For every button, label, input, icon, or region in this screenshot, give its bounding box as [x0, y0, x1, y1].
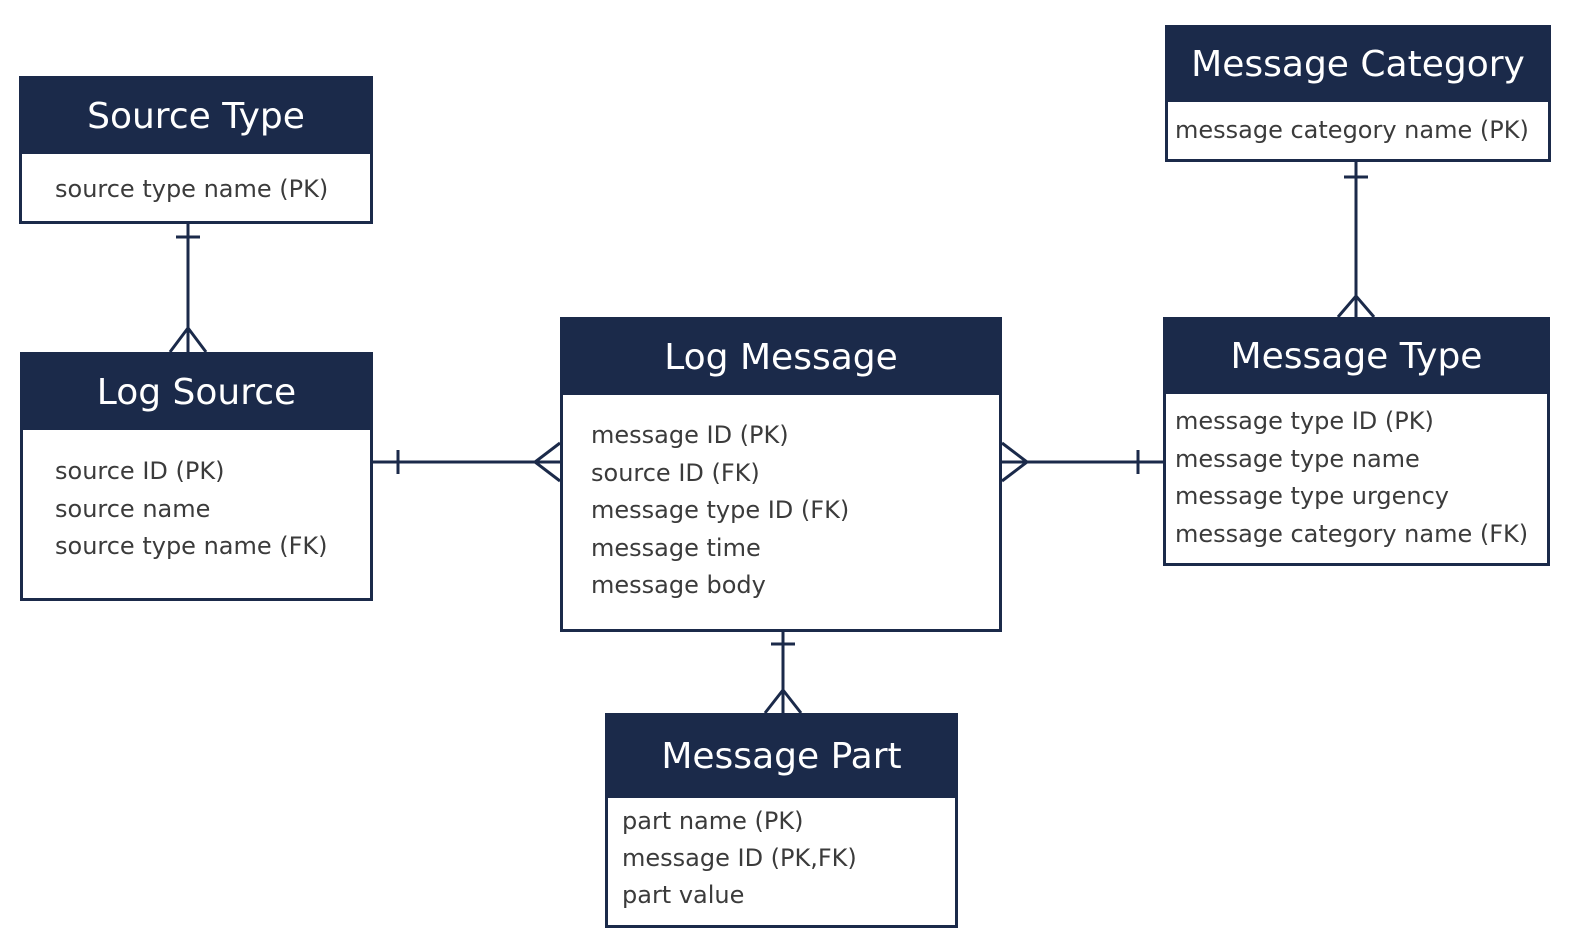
attribute-list: part name (PK) message ID (PK,FK) part v… — [608, 798, 955, 925]
entity-message-category[interactable]: Message Category message category name (… — [1165, 25, 1551, 162]
entity-log-source[interactable]: Log Source source ID (PK) source name so… — [20, 352, 373, 601]
relationship-log-message-message-part — [763, 632, 803, 714]
many-marker — [168, 325, 208, 353]
entity-log-message[interactable]: Log Message message ID (PK) source ID (F… — [560, 317, 1002, 632]
entity-title: Log Source — [23, 355, 370, 430]
attribute-list: message type ID (PK) message type name m… — [1166, 394, 1547, 563]
relationship-log-source-log-message — [373, 441, 561, 483]
attribute-item: message type urgency — [1175, 482, 1449, 510]
many-marker — [1336, 293, 1376, 318]
many-marker — [532, 441, 561, 483]
attribute-item: message category name (FK) — [1175, 519, 1529, 548]
many-marker — [1001, 441, 1030, 483]
attribute-list: source type name (PK) — [22, 154, 370, 221]
entity-message-type[interactable]: Message Type message type ID (PK) messag… — [1163, 317, 1550, 566]
entity-message-part[interactable]: Message Part part name (PK) message ID (… — [605, 713, 958, 928]
attribute-item: message ID (PK,FK) — [622, 844, 857, 872]
attribute-list: message category name (PK) — [1168, 102, 1548, 159]
attribute-item: source name — [55, 494, 211, 523]
attribute-item: source type name (FK) — [55, 532, 328, 560]
attribute-list: source ID (PK) source name source type n… — [23, 430, 370, 598]
entity-title: Source Type — [22, 79, 370, 154]
attribute-item: source ID (FK) — [591, 458, 760, 487]
attribute-item: message ID (PK) — [591, 421, 789, 449]
many-marker — [763, 687, 803, 714]
entity-title: Message Category — [1168, 28, 1548, 102]
attribute-item: source type name (PK) — [55, 175, 329, 203]
entity-title: Log Message — [563, 320, 999, 395]
relationship-message-category-message-type — [1336, 162, 1376, 318]
entity-title: Message Type — [1166, 320, 1547, 394]
attribute-item: message type ID (FK) — [591, 496, 850, 524]
attribute-list: message ID (PK) source ID (FK) message t… — [563, 395, 999, 629]
attribute-item: part value — [622, 881, 745, 909]
attribute-item: source ID (PK) — [55, 457, 225, 485]
entity-title: Message Part — [608, 716, 955, 798]
relationship-message-type-log-message — [1001, 441, 1163, 483]
relationship-source-type-log-source — [168, 224, 208, 353]
attribute-item: message body — [591, 571, 766, 599]
attribute-item: message type ID (PK) — [1175, 407, 1434, 435]
attribute-item: message time — [591, 533, 761, 562]
entity-source-type[interactable]: Source Type source type name (PK) — [19, 76, 373, 224]
attribute-item: part name (PK) — [622, 807, 804, 835]
attribute-item: message type name — [1175, 444, 1420, 473]
attribute-item: message category name (PK) — [1175, 116, 1529, 144]
